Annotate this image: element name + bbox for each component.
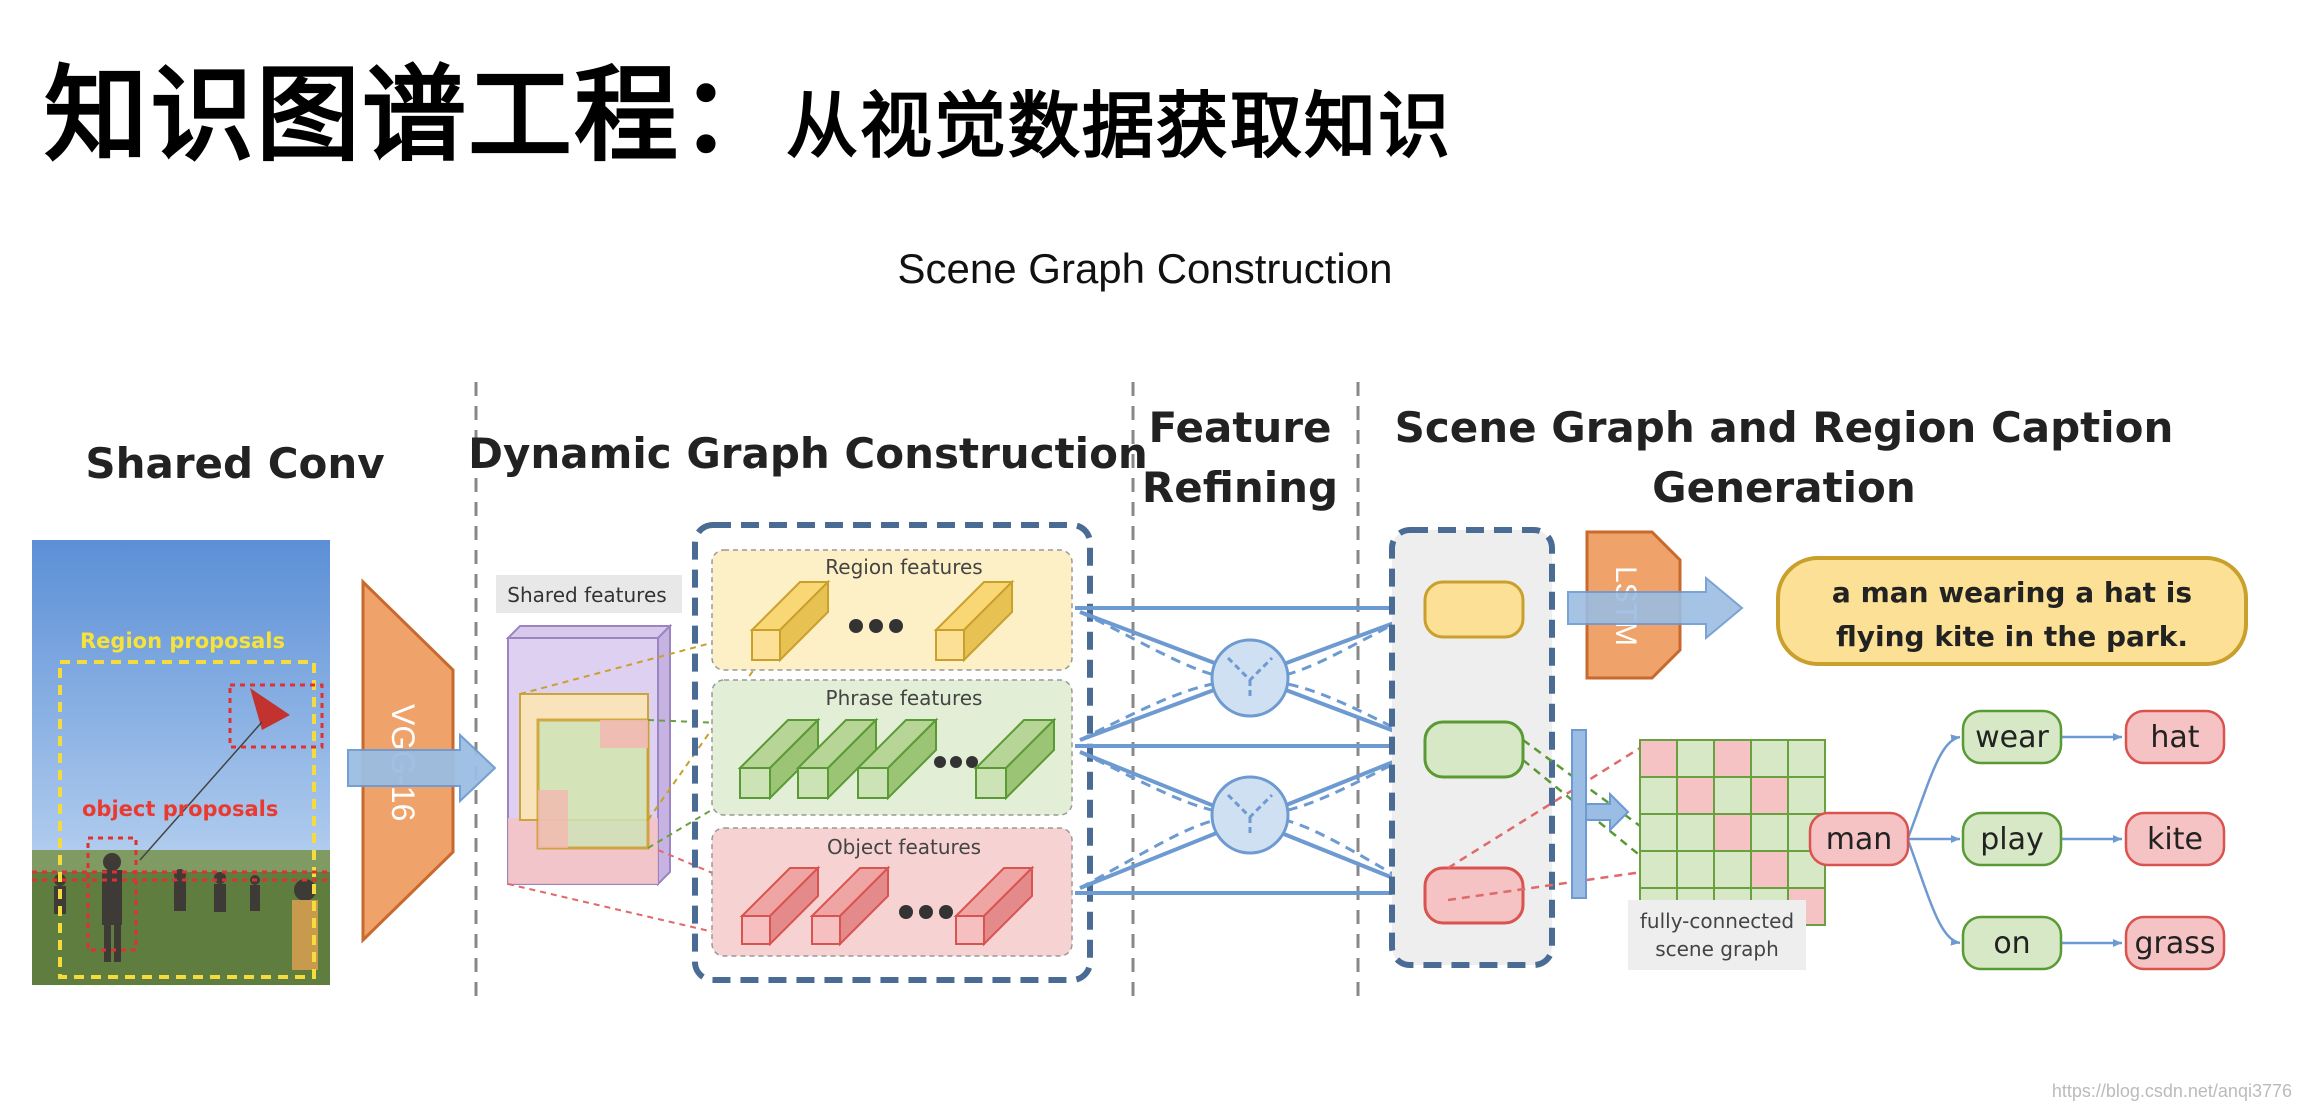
node-hat-label: hat [2150, 720, 2199, 755]
region-proposals-label: Region proposals [80, 629, 285, 653]
matrix-cell [1713, 776, 1752, 815]
node-wear-label: wear [1975, 720, 2049, 755]
refined-region [1423, 580, 1525, 639]
matrix-cell [1676, 850, 1715, 889]
feature-container [692, 522, 1093, 983]
node-kite-label: kite [2147, 822, 2203, 857]
matrix-cell [1676, 813, 1715, 852]
matrix-cell [1750, 739, 1789, 778]
refining-dashed-curves [1079, 610, 1419, 890]
node-wear: wear [1961, 709, 2063, 765]
region-features-panel: Region features [711, 549, 1073, 671]
node-man-label: man [1826, 822, 1893, 857]
caption-box [1776, 556, 2248, 666]
header-dynamic-graph: Dynamic Graph Construction [468, 429, 1148, 478]
input-photo: Region proposals object proposals [32, 540, 330, 985]
matrix-cell [1639, 776, 1678, 815]
matrix-cell [1787, 739, 1826, 778]
phrase-features-panel: Phrase features [711, 679, 1073, 816]
matrix-cell [1713, 850, 1752, 889]
page-title-main: 知识图谱工程： [44, 54, 787, 176]
object-proposals-label: object proposals [82, 797, 278, 821]
matrix-cell [1639, 850, 1678, 889]
phrase-features-label: Phrase features [826, 686, 983, 710]
region-features-label: Region features [825, 555, 982, 579]
merge-arrow [1585, 791, 1630, 833]
matrix-cell [1750, 813, 1789, 852]
matrix-cell [1639, 739, 1678, 778]
header-feature-refining-1: Feature [1149, 403, 1332, 452]
region-proposal-box [58, 660, 316, 979]
refined-phrase [1423, 720, 1525, 779]
scene-graph-matrix [1639, 739, 1826, 926]
matrix-cell [1713, 813, 1752, 852]
matrix-cell [1676, 739, 1715, 778]
node-man: man [1808, 811, 1910, 867]
matrix-cell [1676, 776, 1715, 815]
page-title-sub: 从视觉数据获取知识 [786, 84, 1453, 168]
header-scene-graph-2: Generation [1652, 463, 1916, 512]
shared-features-label: Shared features [507, 583, 666, 607]
node-play: play [1961, 811, 2063, 867]
vgg-arrow [347, 732, 497, 804]
page-title: 知识图谱工程：从视觉数据获取知识 [44, 30, 1452, 181]
grid-label-2: scene graph [1655, 937, 1779, 961]
node-hat: hat [2124, 709, 2226, 765]
node-on: on [1961, 915, 2063, 971]
header-scene-graph-1: Scene Graph and Region Caption [1395, 403, 2174, 452]
object-proposal-kite [228, 683, 324, 749]
grid-label-bg [1628, 900, 1806, 970]
caption-line-2: flying kite in the park. [1836, 620, 2188, 653]
object-proposal-man [86, 836, 138, 952]
section-dividers [474, 382, 1360, 998]
caption-line-1: a man wearing a hat is [1832, 576, 2192, 609]
matrix-cell [1639, 813, 1678, 852]
header-shared-conv: Shared Conv [85, 439, 384, 488]
node-on-label: on [1993, 926, 2030, 961]
refined-object [1423, 866, 1525, 925]
matrix-cell [1787, 776, 1826, 815]
grid-label-1: fully-connected [1640, 909, 1794, 933]
kite-shape [250, 688, 290, 730]
object-features-panel: Object features [711, 827, 1073, 957]
merge-bar [1571, 729, 1587, 899]
header-feature-refining-2: Refining [1142, 463, 1338, 512]
node-grass-label: grass [2134, 926, 2215, 961]
node-play-label: play [1980, 822, 2044, 857]
object-features-label: Object features [827, 835, 981, 859]
matrix-cell [1713, 739, 1752, 778]
matrix-cell [1750, 776, 1789, 815]
shared-features-cube [505, 623, 673, 887]
node-grass: grass [2124, 915, 2226, 971]
watermark: https://blog.csdn.net/anqi3776 [2051, 1081, 2292, 1101]
lstm-arrow [1567, 575, 1744, 641]
matrix-cell [1750, 850, 1789, 889]
scene-graph-edges [1906, 733, 2122, 947]
node-kite: kite [2124, 811, 2226, 867]
shared-features-tag [496, 575, 682, 613]
diagram-title: Scene Graph Construction [897, 245, 1393, 292]
